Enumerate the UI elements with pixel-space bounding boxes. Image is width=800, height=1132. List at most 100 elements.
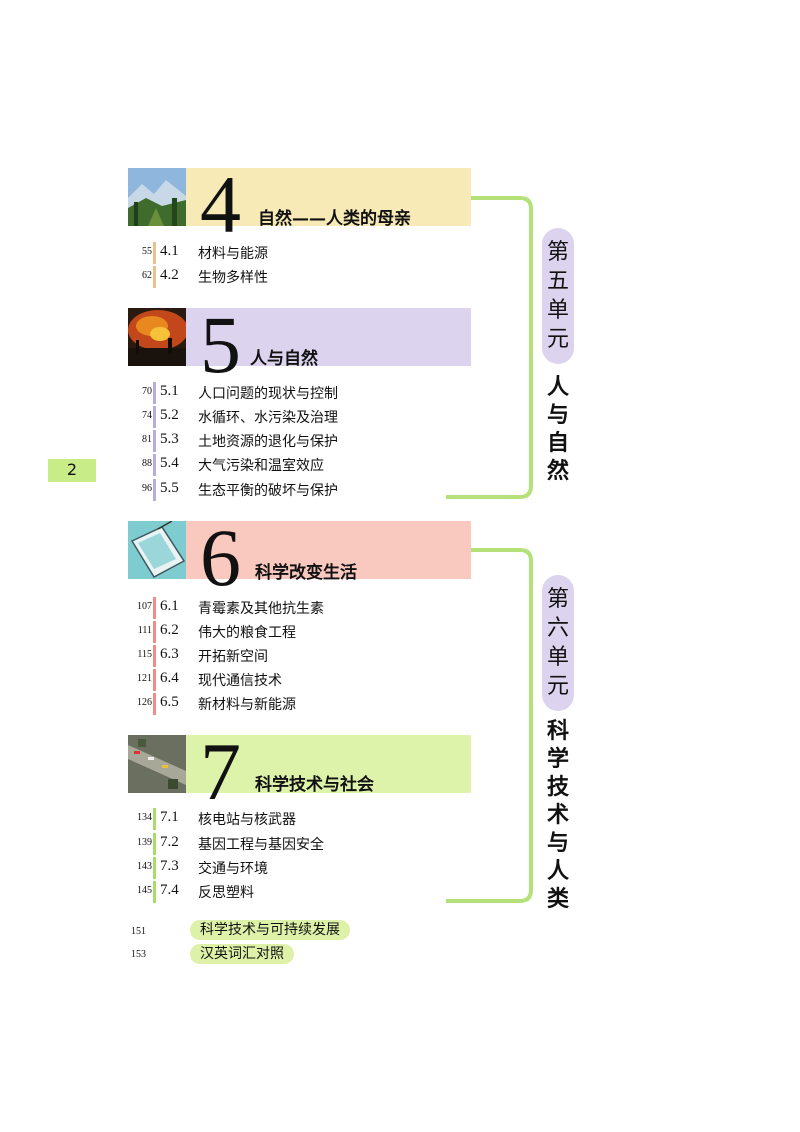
toc-row[interactable]: 81 5.3 土地资源的退化与保护: [128, 430, 428, 452]
toc-page: 62: [142, 270, 152, 281]
toc-row[interactable]: 139 7.2 基因工程与基因安全: [128, 833, 428, 855]
toc-number: 7.3: [160, 858, 179, 874]
toc-bar: [153, 382, 156, 404]
toc-page: 96: [142, 483, 152, 494]
toc-number: 6.4: [160, 670, 179, 686]
toc-bar: [153, 857, 156, 879]
toc-page: 121: [137, 673, 152, 684]
toc-page: 126: [137, 697, 152, 708]
unit-five-name: 人 与 自 然: [545, 374, 571, 486]
toc-number: 6.1: [160, 598, 179, 614]
unit-five-label: 第 五 单 元: [542, 228, 574, 364]
unit-six-name: 科 学 技 术 与 人 类: [545, 718, 571, 914]
toc-label: 材料与能源: [198, 246, 268, 262]
page-tab-underline: [48, 481, 96, 482]
chapter-4-title: 自然——人类的母亲: [258, 209, 411, 229]
toc-number: 7.4: [160, 882, 179, 898]
chapter-4-photo: [128, 168, 186, 226]
toc-number: 4.2: [160, 267, 179, 283]
chapter-5-number: 5: [200, 299, 241, 390]
toc-number: 5.1: [160, 383, 179, 399]
toc-page: 74: [142, 410, 152, 421]
toc-bar: [153, 242, 156, 264]
toc-label: 土地资源的退化与保护: [198, 434, 338, 450]
unit-name-char: 学: [546, 747, 569, 772]
unit-char: 第: [546, 240, 569, 265]
appendix-item[interactable]: 汉英词汇对照: [190, 944, 294, 964]
toc-page: 143: [137, 861, 152, 872]
toc-number: 7.2: [160, 834, 179, 850]
chapter-6-band: [186, 521, 471, 579]
unit-name-char: 与: [546, 403, 569, 428]
unit-char: 第: [546, 587, 569, 612]
toc-page: 145: [137, 885, 152, 896]
toc-row[interactable]: 96 5.5 生态平衡的破坏与保护: [128, 479, 428, 501]
appendix-page: 153: [131, 949, 146, 960]
toc-label: 生物多样性: [198, 270, 268, 286]
toc-bar: [153, 406, 156, 428]
toc-row[interactable]: 115 6.3 开拓新空间: [128, 645, 428, 667]
unit-six-label: 第 六 单 元: [542, 575, 574, 711]
toc-bar: [153, 833, 156, 855]
toc-label: 基因工程与基因安全: [198, 837, 324, 853]
toc-row[interactable]: 111 6.2 伟大的粮食工程: [128, 621, 428, 643]
chapter-5-photo: [128, 308, 186, 366]
unit-name-char: 人: [546, 375, 569, 400]
toc-bar: [153, 266, 156, 288]
unit-char: 五: [546, 269, 569, 294]
unit-name-char: 然: [546, 459, 569, 484]
toc-row[interactable]: 70 5.1 人口问题的现状与控制: [128, 382, 428, 404]
toc-row[interactable]: 55 4.1 材料与能源: [128, 242, 428, 264]
toc-page: 134: [137, 812, 152, 823]
unit-name-char: 与: [546, 831, 569, 856]
toc-bar: [153, 881, 156, 903]
unit-char: 单: [546, 298, 569, 323]
toc-bar: [153, 479, 156, 501]
toc-bar: [153, 645, 156, 667]
toc-number: 5.4: [160, 455, 179, 471]
chapter-7-photo: [128, 735, 186, 793]
chapter-7-band: [186, 735, 471, 793]
toc-bar: [153, 808, 156, 830]
toc-row[interactable]: 121 6.4 现代通信技术: [128, 669, 428, 691]
chapter-4-band: [186, 168, 471, 226]
toc-bar: [153, 621, 156, 643]
toc-page: 107: [137, 601, 152, 612]
unit-char: 六: [546, 616, 569, 641]
toc-row[interactable]: 62 4.2 生物多样性: [128, 266, 428, 288]
chapter-4-number: 4: [200, 159, 241, 250]
toc-number: 6.2: [160, 622, 179, 638]
toc-page: 81: [142, 434, 152, 445]
toc-row[interactable]: 74 5.2 水循环、水污染及治理: [128, 406, 428, 428]
toc-page: 70: [142, 386, 152, 397]
unit-char: 单: [546, 645, 569, 670]
toc-label: 青霉素及其他抗生素: [198, 601, 324, 617]
toc-number: 5.5: [160, 480, 179, 496]
toc-label: 新材料与新能源: [198, 697, 296, 713]
toc-number: 5.3: [160, 431, 179, 447]
chapter-5-band: [186, 308, 471, 366]
appendix-item[interactable]: 科学技术与可持续发展: [190, 920, 350, 940]
toc-number: 6.5: [160, 694, 179, 710]
toc-label: 水循环、水污染及治理: [198, 410, 338, 426]
toc-page: 88: [142, 458, 152, 469]
toc-row[interactable]: 145 7.4 反思塑料: [128, 881, 428, 903]
unit-char: 元: [546, 327, 569, 352]
chapter-5-title: 人与自然: [250, 349, 318, 369]
toc-page: 111: [137, 625, 152, 636]
toc-label: 人口问题的现状与控制: [198, 386, 338, 402]
toc-row[interactable]: 107 6.1 青霉素及其他抗生素: [128, 597, 428, 619]
toc-label: 核电站与核武器: [198, 812, 296, 828]
page-number: 2: [48, 459, 96, 481]
toc-row[interactable]: 88 5.4 大气污染和温室效应: [128, 454, 428, 476]
toc-row[interactable]: 126 6.5 新材料与新能源: [128, 693, 428, 715]
toc-row[interactable]: 143 7.3 交通与环境: [128, 857, 428, 879]
unit-name-char: 技: [546, 775, 569, 800]
toc-row[interactable]: 134 7.1 核电站与核武器: [128, 808, 428, 830]
toc-bar: [153, 597, 156, 619]
toc-bar: [153, 693, 156, 715]
toc-bar: [153, 454, 156, 476]
toc-number: 4.1: [160, 243, 179, 259]
chapter-6-title: 科学改变生活: [255, 563, 357, 583]
toc-label: 交通与环境: [198, 861, 268, 877]
